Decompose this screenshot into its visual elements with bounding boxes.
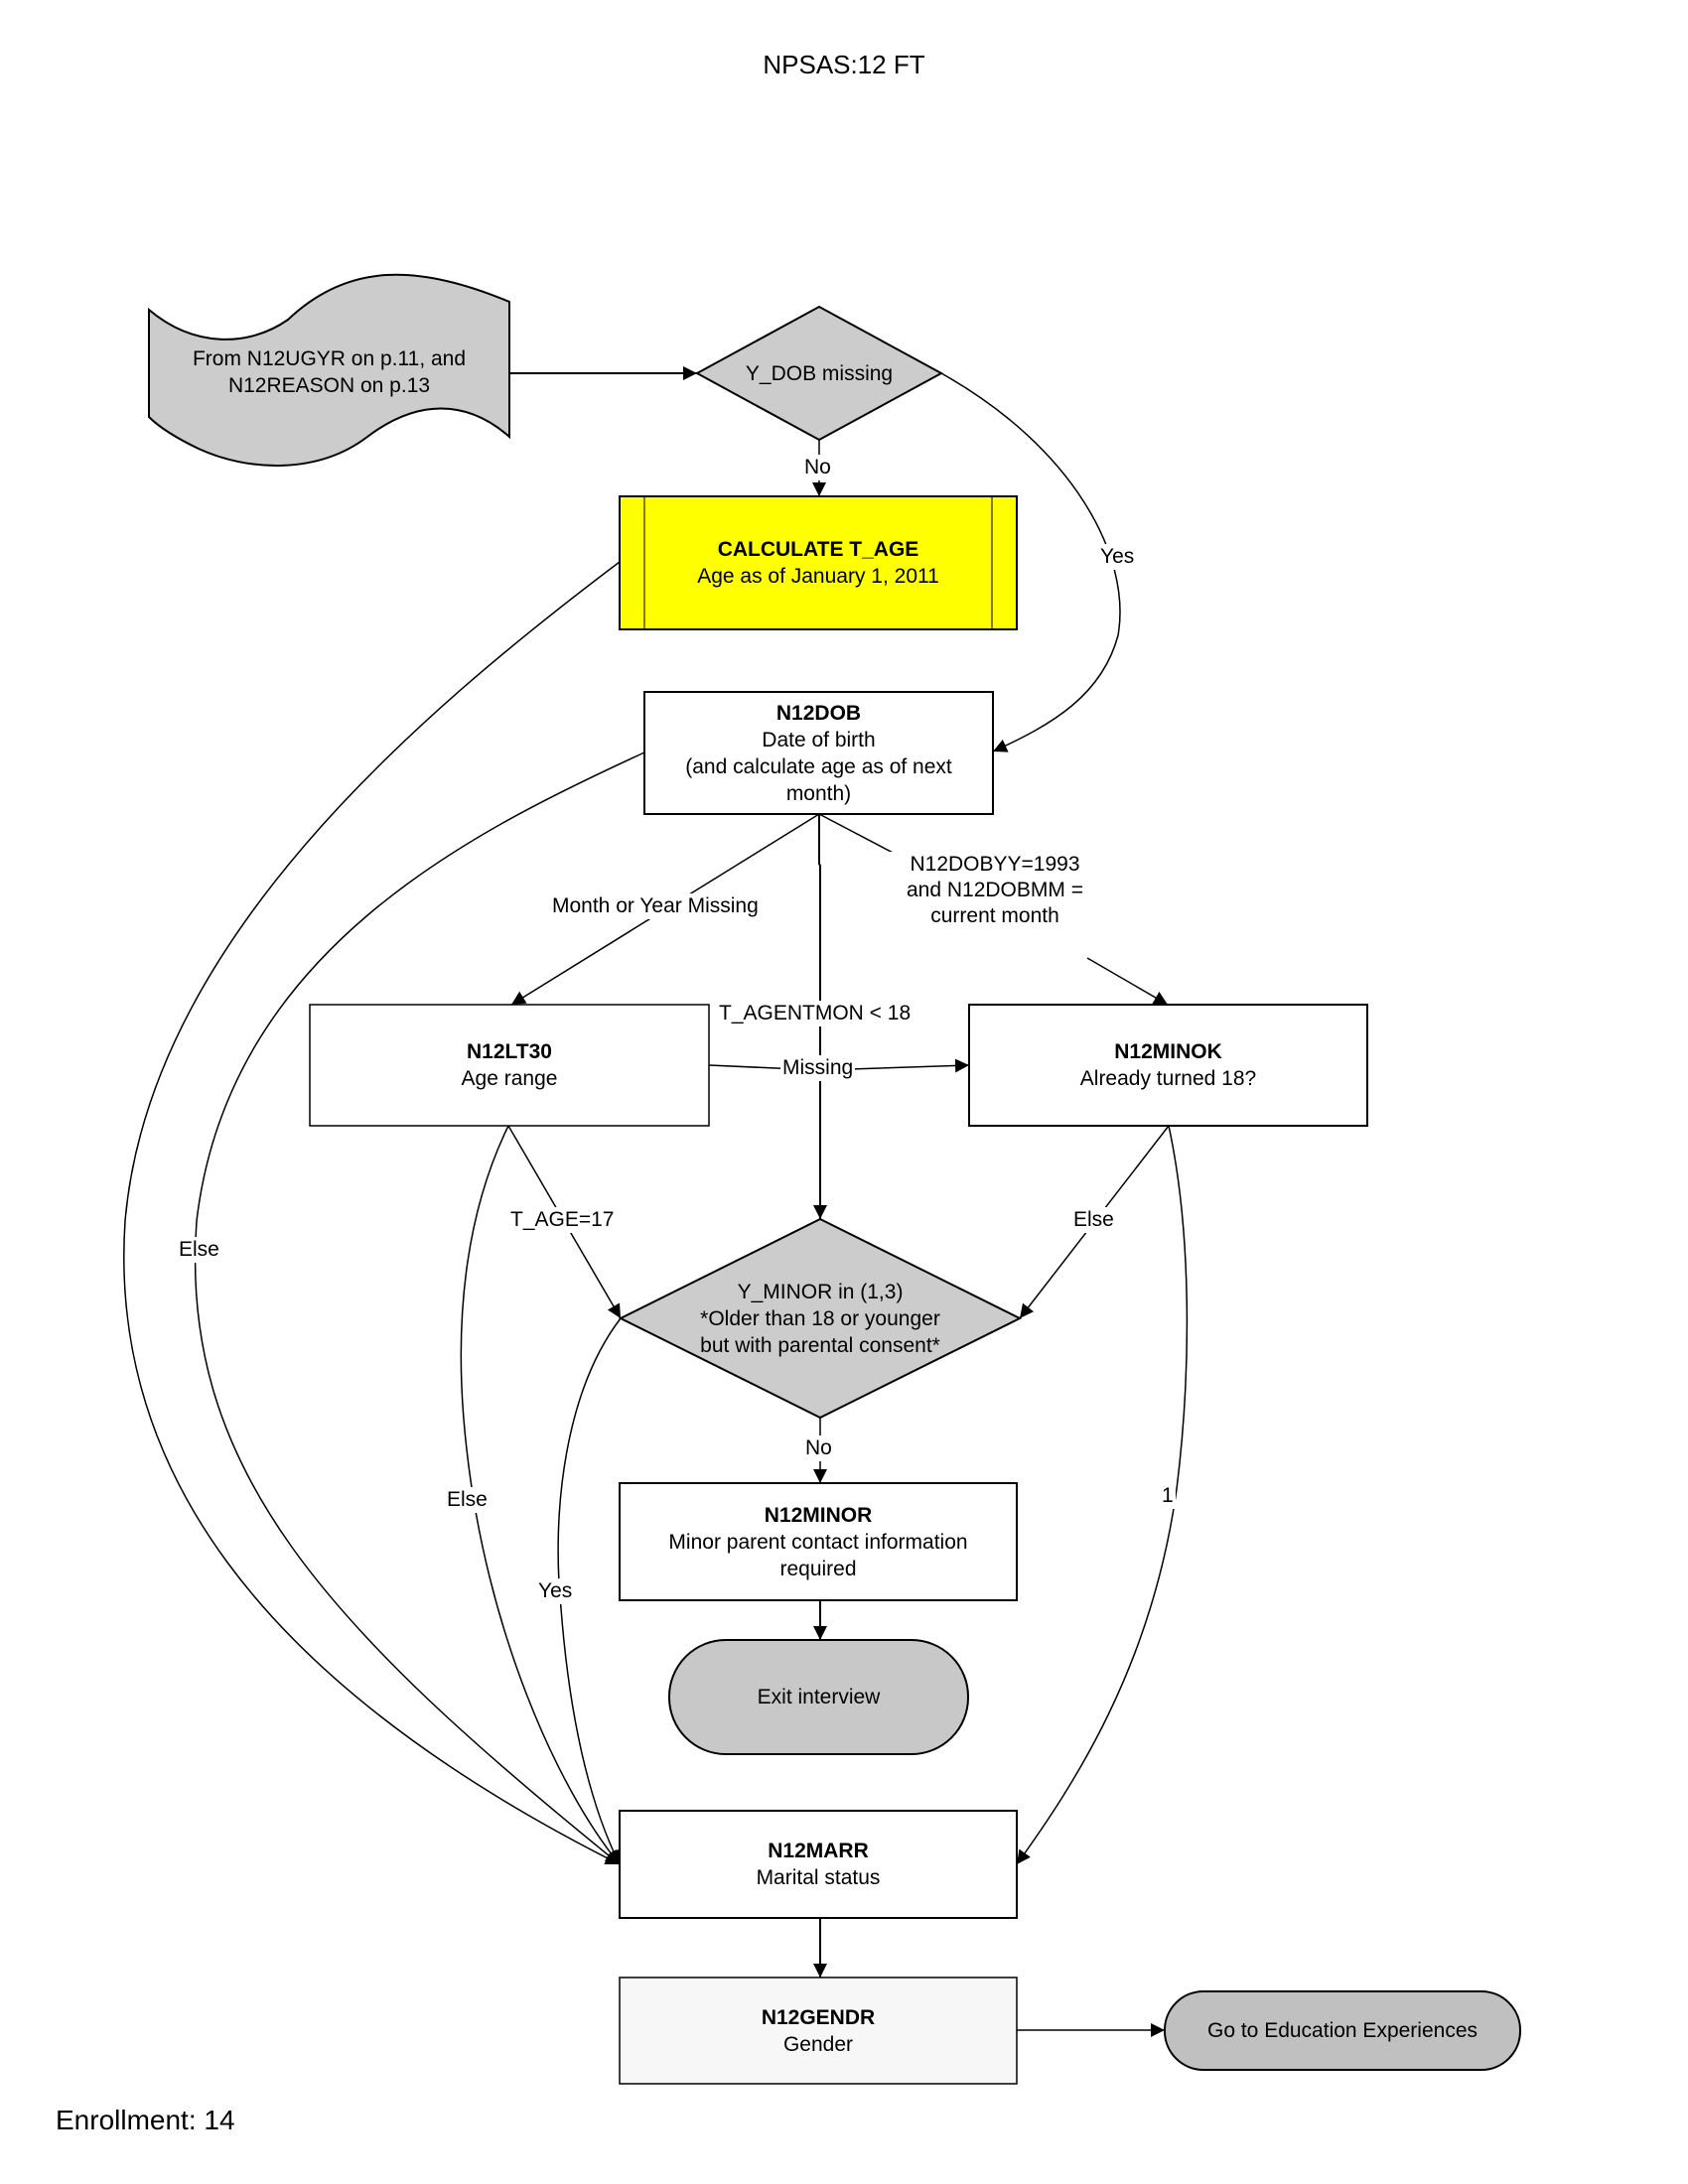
ydob-decision: Y_DOB missing	[697, 347, 941, 399]
n12gendr-node: N12GENDR Gender	[620, 1978, 1017, 2084]
n12dob-line2: (and calculate age as of next	[685, 754, 952, 778]
page-title: NPSAS:12 FT	[763, 50, 925, 79]
n12dob-line3: month)	[785, 781, 852, 805]
page-footer: Enrollment: 14	[56, 2105, 235, 2135]
calc-tage-shape	[619, 495, 1018, 630]
entry-node: From N12UGYR on p.11, and N12REASON on p…	[149, 328, 509, 417]
goto-label: Go to Education Experiences	[1207, 2019, 1477, 2042]
edge-label-minok-else: Else	[1071, 1207, 1116, 1233]
n12lt30-desc: Age range	[461, 1067, 558, 1090]
edge-dob-tagentmon	[813, 814, 827, 1219]
edge-label-yminor-yes: Yes	[536, 1578, 575, 1604]
goto-education-terminal: Go to Education Experiences	[1165, 1991, 1520, 2070]
edge-label-dob-1993-l2: and N12DOBMM =	[907, 879, 1083, 901]
edge-label-calc-else: Else	[177, 1237, 221, 1263]
n12dob-node: N12DOB Date of birth (and calculate age …	[644, 692, 993, 814]
edge-dob-1993	[818, 813, 1168, 1005]
edge-minok-1	[1016, 1125, 1189, 1865]
edge-label-yminor-no: No	[803, 1435, 834, 1461]
n12marr-title: N12MARR	[768, 1840, 869, 1862]
exit-label: Exit interview	[757, 1686, 881, 1708]
n12minor-title: N12MINOR	[764, 1503, 873, 1527]
n12minor-line1: Minor parent contact information	[668, 1530, 968, 1554]
edge-label-lt30-else: Else	[445, 1487, 490, 1513]
n12minok-title: N12MINOK	[1114, 1040, 1222, 1063]
edge-label-dob-1993-l3: current month	[930, 904, 1059, 927]
edge-label-lt30-missing: Missing	[780, 1055, 856, 1081]
edge-calc-else	[123, 561, 621, 1865]
n12marr-desc: Marital status	[756, 1866, 881, 1889]
n12dob-shape	[643, 691, 994, 815]
n12minor-shape	[619, 1482, 1018, 1601]
edge-label-dob-1993-l1: N12DOBYY=1993	[910, 853, 1080, 876]
n12dob-line1: Date of birth	[762, 728, 876, 751]
yminor-line3: but with parental consent*	[700, 1333, 940, 1357]
edge-label-ydob-no: No	[802, 455, 833, 480]
exit-terminal-shape	[668, 1639, 969, 1755]
n12minor-line2: required	[779, 1557, 857, 1580]
n12marr-node: N12MARR Marital status	[620, 1811, 1017, 1918]
ydob-label: Y_DOB missing	[745, 361, 894, 385]
n12lt30-node: N12LT30 Age range	[310, 1005, 709, 1126]
edge-yminor-yes	[557, 1317, 622, 1865]
entry-line2: N12REASON on p.13	[227, 374, 431, 397]
calc-tage-desc: Age as of January 1, 2011	[697, 565, 939, 588]
calc-tage-title: CALCULATE T_AGE	[717, 538, 919, 561]
entry-wave-shape	[148, 273, 510, 467]
n12minok-desc: Already turned 18?	[1079, 1067, 1257, 1090]
edge-label-dob-missing: Month or Year Missing	[550, 893, 761, 919]
edge-lt30-else	[460, 1125, 621, 1865]
n12lt30-title: N12LT30	[467, 1040, 552, 1063]
edge-dob-else	[194, 751, 645, 1865]
edge-ydob-yes	[940, 372, 1121, 752]
edge-label-lt30-tage17: T_AGE=17	[508, 1207, 617, 1233]
yminor-line2: *Older than 18 or younger	[700, 1306, 940, 1330]
n12minok-node: N12MINOK Already turned 18?	[969, 1005, 1367, 1126]
n12minor-node: N12MINOR Minor parent contact informatio…	[620, 1483, 1017, 1600]
edge-label-dob-1993: N12DOBYY=1993 and N12DOBMM = current mon…	[889, 852, 1101, 929]
yminor-decision: Y_MINOR in (1,3) *Older than 18 or young…	[621, 1273, 1020, 1364]
n12marr-shape	[619, 1810, 1018, 1919]
edge-label-dob-tagentmon: T_AGENTMON < 18	[717, 1001, 914, 1026]
n12gendr-desc: Gender	[782, 2032, 854, 2056]
entry-line1: From N12UGYR on p.11, and	[192, 347, 467, 370]
n12dob-title: N12DOB	[775, 701, 862, 725]
exit-interview-terminal: Exit interview	[669, 1640, 968, 1754]
yminor-line1: Y_MINOR in (1,3)	[737, 1280, 904, 1303]
n12minok-shape	[968, 1004, 1368, 1127]
edge-label-ydob-yes: Yes	[1098, 544, 1137, 570]
calc-tage-node: CALCULATE T_AGE Age as of January 1, 201…	[644, 496, 992, 629]
n12gendr-title: N12GENDR	[761, 2005, 876, 2029]
edge-label-minok-1: 1	[1160, 1483, 1176, 1509]
